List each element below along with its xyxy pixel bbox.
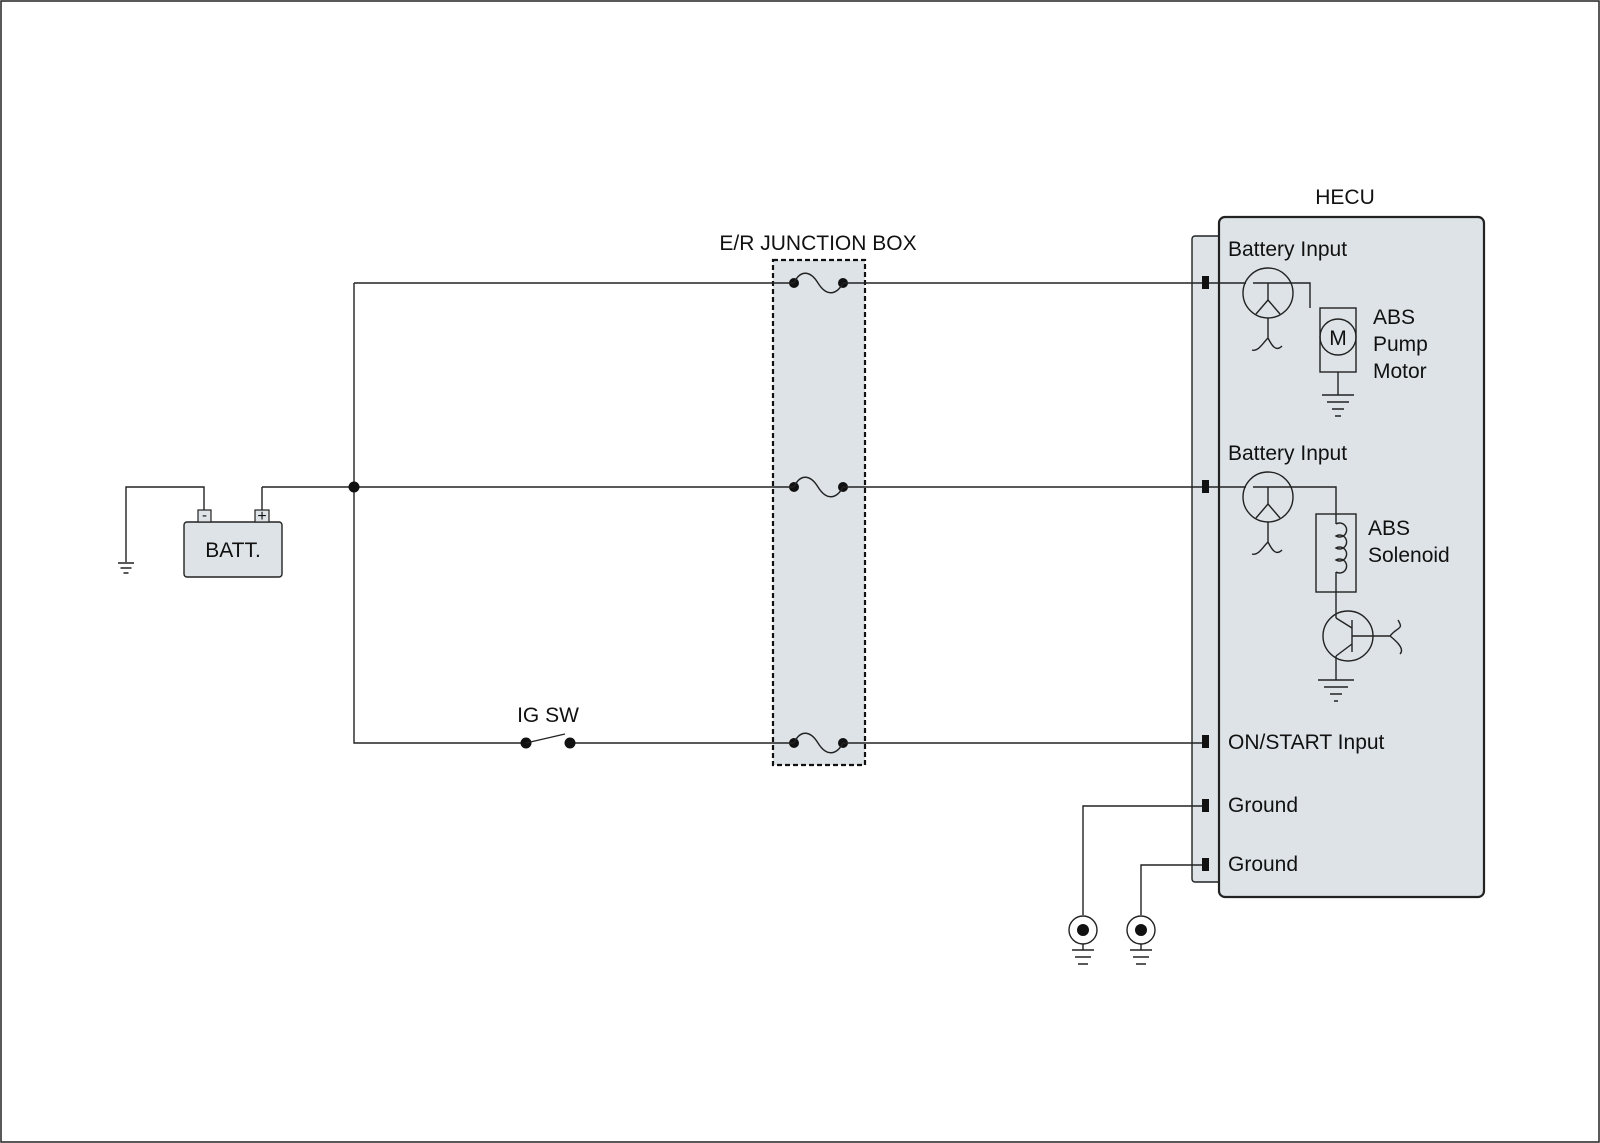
junction-box: E/R JUNCTION BOX — [719, 232, 917, 767]
motor-label-line2: Pump — [1373, 333, 1428, 356]
battery: BATT. - + — [125, 486, 283, 578]
chassis-ground-icon — [1126, 915, 1156, 965]
pump-transistor-icon — [1209, 267, 1311, 351]
solenoid-transistor-icon — [1209, 471, 1337, 555]
hecu-body — [1217, 215, 1486, 899]
solenoid-label-line1: ABS — [1368, 517, 1410, 540]
pin-terminal — [1202, 799, 1209, 812]
wires — [262, 282, 1202, 915]
ground-icon — [118, 562, 134, 574]
motor-symbol: M — [1329, 327, 1347, 350]
solenoid-driver-transistor-icon — [1322, 610, 1403, 680]
ground-icon — [1322, 394, 1354, 417]
motor-icon: M — [1319, 307, 1357, 395]
hecu-module: HECU Battery Input Battery Input ON/STAR… — [1191, 186, 1486, 899]
pin-terminal — [1202, 735, 1209, 748]
chassis-ground-icon — [1068, 915, 1098, 965]
pin-label-ground-2: Ground — [1228, 853, 1298, 876]
junction-box-label: E/R JUNCTION BOX — [719, 232, 916, 255]
hecu-connector-strip — [1191, 235, 1223, 883]
battery-negative-mark: - — [202, 507, 207, 524]
pin-label-ground-1: Ground — [1228, 794, 1298, 817]
ground-icon — [1318, 679, 1354, 702]
pin-label-on-start-input: ON/START Input — [1228, 731, 1385, 754]
battery-positive-mark: + — [257, 508, 266, 525]
motor-label-line1: ABS — [1373, 306, 1415, 329]
battery-label: BATT. — [205, 539, 261, 562]
junction-box-body — [771, 258, 867, 767]
motor-label-line3: Motor — [1373, 360, 1427, 383]
hecu-title: HECU — [1315, 186, 1375, 209]
splice-point — [348, 481, 360, 493]
pin-terminal — [1202, 276, 1209, 289]
pin-label-battery-input-1: Battery Input — [1228, 238, 1347, 261]
ig-switch: IG SW — [517, 704, 579, 749]
pin-terminal — [1202, 480, 1209, 493]
pin-terminal — [1202, 858, 1209, 871]
battery-body — [183, 521, 283, 578]
solenoid-label-line2: Solenoid — [1368, 544, 1450, 567]
pin-label-battery-input-2: Battery Input — [1228, 442, 1347, 465]
ig-switch-label: IG SW — [517, 704, 579, 727]
